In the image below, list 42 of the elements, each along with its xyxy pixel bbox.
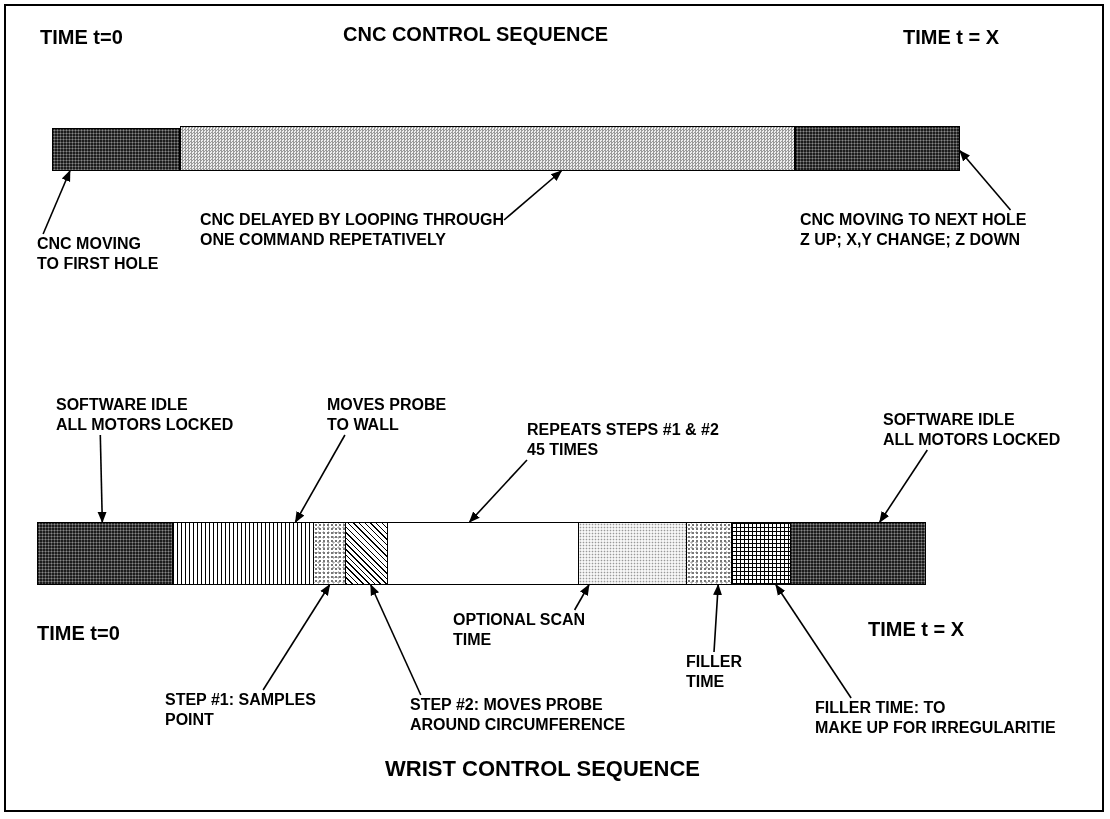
callout-text: STEP #2: MOVES PROBE AROUND CIRCUMFERENCE bbox=[410, 695, 626, 735]
leader-arrow bbox=[262, 584, 331, 691]
callout-text: CNC DELAYED BY LOOPING THROUGH ONE COMMAND REPETATIVELY bbox=[200, 210, 505, 250]
timeline-segment bbox=[387, 522, 579, 585]
timeline-segment bbox=[37, 522, 173, 585]
leader-arrow bbox=[959, 149, 1012, 211]
callout-text: REPEATS STEPS #1 & #2 45 TIMES bbox=[527, 420, 719, 460]
callout-text: FILLER TIME bbox=[686, 652, 742, 692]
leader-arrow bbox=[468, 459, 528, 523]
callout-text: OPTIONAL SCAN TIME bbox=[453, 610, 586, 650]
leader-arrow bbox=[775, 584, 852, 699]
callout-text: CNC MOVING TO NEXT HOLE Z UP; X,Y CHANGE; Z DOWN bbox=[800, 210, 1027, 250]
timeline-segment bbox=[180, 126, 795, 171]
leader-arrow bbox=[370, 584, 422, 696]
callout-text: MOVES PROBE TO WALL bbox=[327, 395, 447, 435]
timeline-segment bbox=[313, 522, 346, 585]
timeline-segment bbox=[172, 522, 314, 585]
time-label: TIME t = X bbox=[903, 26, 1000, 49]
timeline-segment bbox=[686, 522, 732, 585]
timeline-segment bbox=[52, 128, 180, 171]
callout-text: SOFTWARE IDLE ALL MOTORS LOCKED bbox=[56, 395, 234, 435]
timeline-segment bbox=[795, 126, 960, 171]
sequence-heading: WRIST CONTROL SEQUENCE bbox=[385, 756, 700, 782]
leader-arrow bbox=[503, 170, 563, 221]
leader-arrow bbox=[573, 584, 590, 611]
callout-text: CNC MOVING TO FIRST HOLE bbox=[37, 234, 159, 274]
time-label: TIME t=0 bbox=[40, 26, 123, 49]
callout-text: FILLER TIME: TO MAKE UP FOR IRREGULARITIE bbox=[815, 698, 1056, 738]
time-label: TIME t=0 bbox=[37, 622, 120, 645]
timeline-segment bbox=[345, 522, 388, 585]
timeline-segment bbox=[578, 522, 687, 585]
leader-arrow bbox=[713, 583, 723, 653]
leader-arrow bbox=[294, 434, 346, 523]
callout-text: STEP #1: SAMPLES POINT bbox=[165, 690, 316, 730]
sequence-heading: CNC CONTROL SEQUENCE bbox=[343, 23, 609, 46]
timeline-segment bbox=[731, 522, 791, 585]
leader-arrow bbox=[42, 169, 71, 235]
leader-arrow bbox=[879, 449, 929, 523]
leader-arrow bbox=[97, 434, 107, 524]
timeline-segment bbox=[790, 522, 926, 585]
time-label: TIME t = X bbox=[868, 618, 965, 641]
callout-text: SOFTWARE IDLE ALL MOTORS LOCKED bbox=[883, 410, 1061, 450]
